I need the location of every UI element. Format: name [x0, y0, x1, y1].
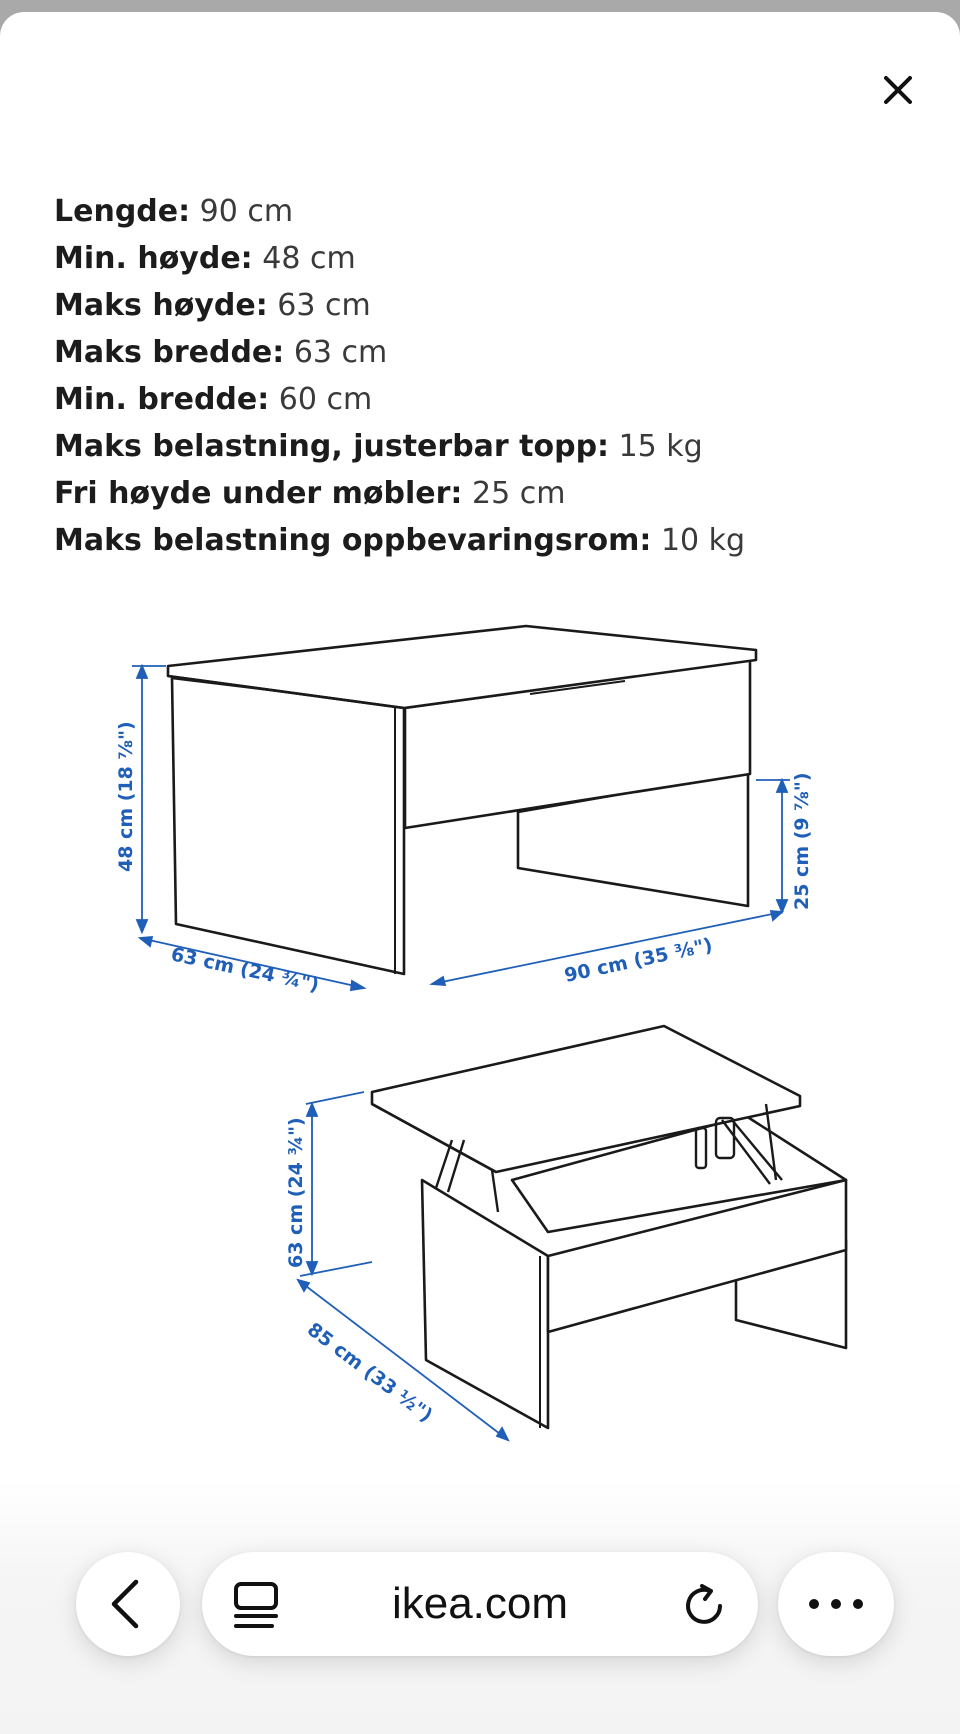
back-button[interactable]	[76, 1552, 180, 1656]
spec-label: Maks belastning oppbevaringsrom:	[54, 523, 652, 558]
reload-icon[interactable]	[680, 1580, 730, 1630]
lift-mechanism	[434, 1103, 783, 1213]
spec-value: 63 cm	[293, 335, 388, 370]
spec-value: 48 cm	[262, 241, 356, 276]
spec-label: Min. bredde:	[54, 382, 270, 417]
address-bar[interactable]: ikea.com	[202, 1552, 758, 1656]
dimension-lines	[132, 663, 790, 992]
spec-value: 63 cm	[277, 288, 371, 323]
open-table-drawing	[370, 1024, 848, 1430]
product-dimensions-sheet: Lengde: 90 cm Min. høyde: 48 cm Maks høy…	[0, 12, 960, 1734]
spec-row: Maks belastning, justerbar topp: 15 kg	[54, 423, 914, 470]
spec-value: 90 cm	[199, 194, 294, 229]
spec-value: 25 cm	[471, 476, 566, 511]
closed-table-drawing	[166, 624, 758, 976]
chevron-left-icon	[111, 1579, 139, 1629]
spec-label: Maks belastning, justerbar topp:	[54, 429, 610, 464]
open-dimension-lines	[296, 1091, 510, 1442]
spec-row: Min. bredde: 60 cm	[54, 376, 914, 423]
close-button[interactable]	[868, 60, 928, 120]
address-text[interactable]: ikea.com	[391, 1579, 569, 1628]
spec-label: Min. høyde:	[54, 241, 253, 276]
spec-label: Fri høyde under møbler:	[54, 476, 463, 511]
closed-height-label: 48 cm (18 ⅞")	[115, 721, 137, 872]
spec-row: Maks bredde: 63 cm	[54, 329, 914, 376]
more-button[interactable]	[778, 1552, 894, 1656]
clearance-label: 25 cm (9 ⅞")	[791, 773, 813, 911]
spec-value: 15 kg	[618, 429, 703, 464]
close-icon	[884, 76, 912, 104]
spec-row: Fri høyde under møbler: 25 cm	[54, 470, 914, 517]
more-dots-icon	[809, 1599, 863, 1609]
spec-label: Maks høyde:	[54, 288, 268, 323]
open-height-label: 63 cm (24 ¾")	[285, 1117, 307, 1268]
spec-row: Maks belastning oppbevaringsrom: 10 kg	[54, 517, 914, 564]
spec-label: Lengde:	[54, 194, 191, 229]
spec-row: Min. høyde: 48 cm	[54, 235, 914, 282]
tab-overview-icon[interactable]	[232, 1580, 280, 1630]
specs-list: Lengde: 90 cm Min. høyde: 48 cm Maks høy…	[54, 188, 914, 564]
spec-row: Lengde: 90 cm	[54, 188, 914, 235]
spec-row: Maks høyde: 63 cm	[54, 282, 914, 329]
spec-label: Maks bredde:	[54, 335, 285, 370]
spec-value: 10 kg	[660, 523, 746, 558]
dimension-diagram: 48 cm (18 ⅞") 63 cm (24 ¾") 90 cm (35 ⅜"…	[115, 624, 848, 1442]
spec-value: 60 cm	[278, 382, 373, 417]
